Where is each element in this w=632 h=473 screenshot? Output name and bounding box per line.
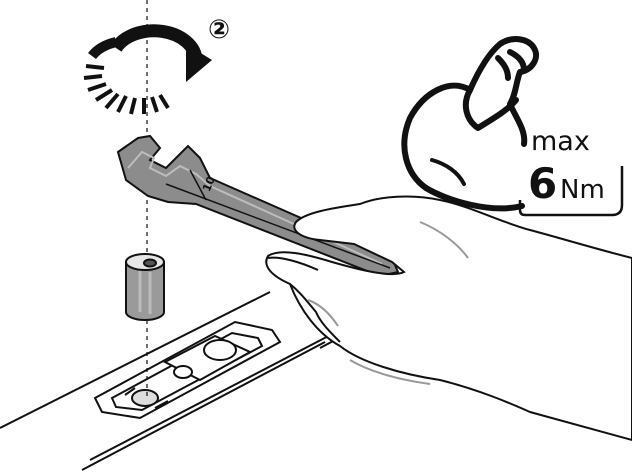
clockwise-rotation-icon <box>84 31 212 114</box>
mounting-hole <box>204 340 236 360</box>
torque-unit: Nm <box>560 175 605 205</box>
torque-value: 6 <box>528 159 557 208</box>
flexed-arm-icon <box>404 39 536 208</box>
step-number: ② <box>208 15 230 45</box>
spacer-sleeve <box>126 254 164 320</box>
torque-max-label: max <box>531 126 590 157</box>
torque-badge: max 6 Nm <box>520 126 622 215</box>
hand <box>266 197 632 440</box>
bolt-hole <box>132 390 158 406</box>
